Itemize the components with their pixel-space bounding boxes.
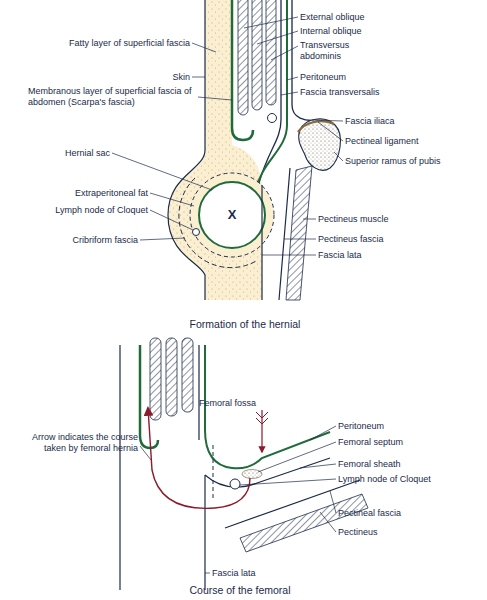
- abdominal-muscle: [182, 338, 193, 412]
- leader-line: [281, 92, 298, 95]
- skin-line: [119, 345, 120, 590]
- vessel-circle: [268, 114, 277, 123]
- femoral-sheath-line: [205, 458, 330, 487]
- leader-line: [287, 77, 298, 80]
- part-label: Superior ramus of pubis: [345, 156, 475, 167]
- leader-line: [192, 43, 216, 52]
- leader-line: [320, 512, 336, 532]
- part-label: Membranous layer of superficial fascia o…: [28, 86, 196, 108]
- leader-line: [334, 152, 343, 161]
- part-label: Internal oblique: [300, 26, 410, 37]
- pubic-bone: [299, 119, 341, 170]
- leader-line: [240, 479, 336, 485]
- leader-line: [150, 193, 194, 206]
- leader-line: [312, 120, 343, 121]
- abdominal-muscle: [150, 338, 161, 420]
- part-label: Pectineus muscle: [318, 214, 438, 225]
- leader-line: [318, 122, 343, 141]
- part-label: Lymph node of Cloquet: [338, 474, 468, 485]
- leader-line: [330, 491, 336, 513]
- leader-line: [244, 17, 298, 28]
- part-label: Fascia lata: [318, 250, 438, 261]
- arrow-feather: [256, 412, 268, 424]
- figure-caption: Course of the femoral: [140, 584, 340, 597]
- leader-line: [257, 31, 298, 44]
- abdominal-muscle: [166, 338, 177, 416]
- leader-line: [310, 426, 336, 440]
- leader-lines: [140, 426, 336, 573]
- part-label: Peritoneum: [300, 72, 400, 83]
- part-label: Transversus abdominis: [300, 40, 370, 62]
- femoral-fossa-arrow: [261, 410, 262, 452]
- leader-line: [262, 255, 316, 256]
- leader-line: [140, 446, 151, 460]
- pectineus-fascia-line: [279, 168, 290, 300]
- leader-line: [150, 210, 193, 230]
- femoral-canal-line: [213, 445, 214, 500]
- part-label: Cribriform fascia: [40, 235, 138, 246]
- part-label: Fascia iliaca: [345, 116, 465, 127]
- figure-caption: Formation of the hernial: [145, 318, 345, 331]
- part-label: Pectineal fascia: [338, 508, 458, 519]
- leader-line: [303, 219, 316, 220]
- part-label: Extraperitoneal fat: [40, 188, 148, 199]
- part-label: Lymph node of Cloquet: [40, 205, 148, 216]
- part-label: Peritoneum: [338, 421, 458, 432]
- fascia-transversalis-line: [198, 345, 199, 440]
- part-label: External oblique: [300, 12, 410, 23]
- leader-line: [300, 464, 336, 468]
- part-label: Hernial sac: [40, 148, 110, 159]
- lymph-node: [230, 479, 240, 489]
- external-oblique-muscle: [238, 0, 248, 115]
- leader-line: [205, 573, 210, 574]
- leader-line: [140, 238, 185, 240]
- part-label: Skin: [120, 72, 190, 83]
- part-label: Fascia lata: [212, 568, 302, 579]
- leader-line: [112, 153, 212, 190]
- part-label: Fascia transversalis: [300, 87, 420, 98]
- leader-line: [198, 97, 232, 100]
- leader-line: [284, 239, 316, 240]
- transversus-muscle: [266, 0, 276, 105]
- femoral-septum: [242, 470, 262, 479]
- note-label: Arrow indicates the course taken by femo…: [30, 432, 138, 454]
- internal-oblique-muscle: [252, 0, 262, 110]
- hernial-sac: [199, 182, 265, 248]
- peritoneum-line: [255, 0, 287, 192]
- fascia-lata-line: [261, 185, 262, 300]
- hernia-course-arrow: [148, 408, 250, 508]
- pectineus-muscle: [286, 166, 312, 300]
- part-label: Fatty layer of superficial fascia: [20, 38, 190, 49]
- lymph-node: [193, 229, 200, 236]
- part-label: Pectineus fascia: [318, 234, 438, 245]
- leader-line: [258, 442, 336, 472]
- part-label: Pectineal ligament: [345, 136, 465, 147]
- part-label: Pectineus: [338, 527, 458, 538]
- leader-line: [192, 77, 205, 78]
- leader-line: [271, 46, 298, 60]
- pectineus-muscle: [240, 494, 368, 552]
- fascia-transversalis-line: [259, 0, 281, 183]
- region-marker: X: [222, 207, 242, 222]
- part-label: Femoral fossa: [190, 398, 256, 409]
- part-label: Femoral sheath: [338, 459, 458, 470]
- part-label: Femoral septum: [338, 437, 458, 448]
